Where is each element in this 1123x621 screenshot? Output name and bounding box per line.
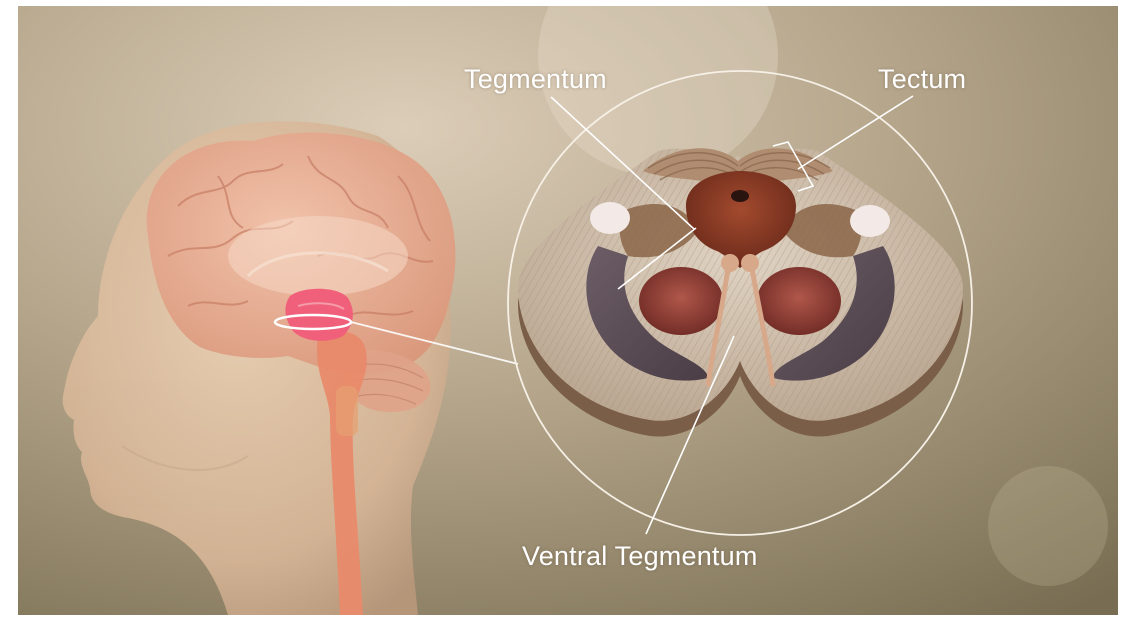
- geniculate-left: [590, 202, 630, 234]
- geniculate-right: [850, 205, 890, 237]
- label-ventral-tegmentum: Ventral Tegmentum: [522, 541, 758, 572]
- illustration-canvas: Tegmentum Tectum Ventral Tegmentum: [18, 6, 1118, 615]
- red-nucleus-left: [639, 267, 723, 335]
- label-tectum: Tectum: [878, 64, 966, 95]
- cerebral-aqueduct: [731, 190, 749, 202]
- background-bokeh: [988, 466, 1108, 586]
- label-tegmentum: Tegmentum: [464, 64, 607, 95]
- corpus-callosum: [228, 216, 408, 296]
- midbrain-illustration: [18, 6, 1118, 615]
- red-nucleus-right: [757, 267, 841, 335]
